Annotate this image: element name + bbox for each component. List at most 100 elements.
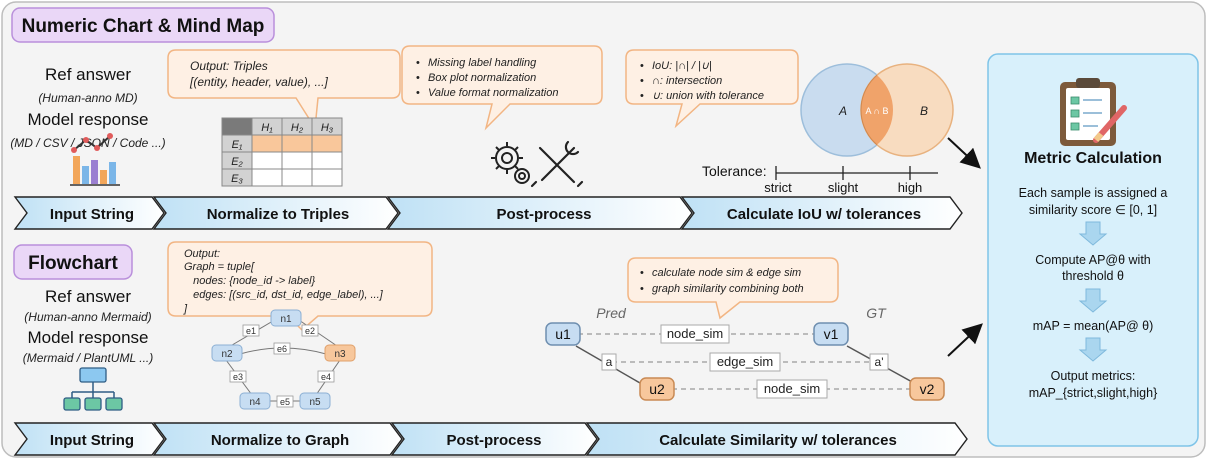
top-to-metric-arrow [947, 137, 981, 169]
node-sim-top: node_sim [667, 326, 723, 341]
gt-label: GT [866, 305, 887, 321]
chart-icon [70, 133, 120, 186]
iou-bullet-3: • [640, 90, 644, 102]
top-step-bar [13, 196, 963, 230]
sim-bullet-2: • [640, 283, 644, 295]
top-model-response: Model response [28, 110, 149, 129]
bottom-step-3-label: Post-process [446, 432, 541, 449]
mini-edge-e4: e4 [321, 372, 331, 382]
table-header-2: H₂ [291, 122, 304, 134]
metric-panel [987, 53, 1199, 447]
triples-table [221, 117, 343, 187]
tools-icon [530, 140, 584, 188]
top-step-1-label: Input String [50, 206, 134, 223]
metric-down-arrow-1 [1078, 221, 1108, 246]
top-title: Numeric Chart & Mind Map [22, 16, 265, 37]
mini-edge-e5: e5 [280, 397, 290, 407]
flowchart-icon [63, 367, 123, 411]
node-u1-label: u1 [555, 326, 571, 342]
metric-down-arrow-2 [1078, 288, 1108, 313]
triples-bubble-line2: [(entity, header, value), ...] [189, 75, 329, 89]
bottom-step-arrow-1 [13, 422, 165, 456]
bottom-step-4-label: Calculate Similarity w/ tolerances [659, 432, 897, 449]
top-step-arrow-1 [13, 196, 165, 230]
node-v2-label: v2 [920, 381, 935, 397]
edge-a-prime-box [869, 353, 889, 371]
mini-node-n5: n5 [309, 397, 321, 408]
graph-bubble-line5: ] [183, 303, 188, 315]
node-u1 [545, 322, 581, 346]
venn-intersection-label: A ∩ B [866, 106, 889, 116]
graph-bubble-line4: edges: [(src_id, dst_id, edge_label), ..… [184, 289, 384, 301]
mini-node-n2: n2 [221, 349, 233, 360]
edge-sim-box [709, 352, 781, 372]
top-step-arrow-3 [386, 196, 693, 230]
node-u2-label: u2 [649, 381, 665, 397]
bottom-step-bar [13, 422, 968, 456]
graph-bubble [167, 241, 433, 332]
metric-step1-line1: Each sample is assigned a [1019, 186, 1168, 200]
node-u2 [639, 377, 675, 401]
bottom-step-1-label: Input String [50, 432, 134, 449]
mini-node-n4: n4 [249, 397, 261, 408]
node-v1-label: v1 [824, 326, 839, 342]
iou-bullet-2: • [640, 75, 644, 87]
top-title-box [11, 7, 275, 43]
bottom-ref-note: (Human-anno Mermaid) [24, 310, 151, 324]
bottom-model-note: (Mermaid / PlantUML ...) [23, 351, 153, 365]
top-ref-note: (Human-anno MD) [38, 91, 137, 105]
node-sim-bottom: node_sim [764, 381, 820, 396]
tolerance-high: high [898, 180, 923, 195]
venn-diagram [800, 63, 954, 157]
node-v2 [909, 377, 945, 401]
edge-a: a [606, 355, 613, 369]
postprocess-bullet-3: • [416, 87, 420, 99]
bottom-to-metric-arrow [947, 323, 983, 357]
mini-edge-label-boxes [229, 324, 335, 408]
postprocess-bullet-1: • [416, 57, 420, 69]
bottom-step-arrow-2 [152, 422, 403, 456]
gears-icon [491, 142, 530, 184]
venn-b-label: B [920, 104, 928, 118]
table-header-3: H₃ [321, 122, 334, 134]
table-row-1: E₁ [232, 139, 243, 151]
bottom-step-2-label: Normalize to Graph [211, 432, 349, 449]
table-header-1: H₁ [261, 122, 273, 134]
metric-step4-line2: mAP_{strict,slight,high} [1029, 386, 1158, 400]
top-step-2-label: Normalize to Triples [207, 206, 350, 223]
tolerance-slight: slight [828, 180, 859, 195]
clipboard-icon [1060, 78, 1127, 146]
bottom-step-arrow-3 [390, 422, 598, 456]
sim-item-1: calculate node sim & edge sim [652, 267, 801, 279]
tolerance-scale [775, 166, 938, 180]
triples-bubble [167, 49, 401, 131]
tolerance-label: Tolerance: [702, 163, 767, 179]
mini-node-n3: n3 [334, 349, 346, 360]
mini-edge-e2: e2 [305, 326, 315, 336]
graph-bubble-line1: Output: [184, 248, 220, 260]
metric-step4-line1: Output metrics: [1051, 369, 1136, 383]
mini-node-n1: n1 [280, 314, 292, 325]
mini-edge-e1: e1 [246, 326, 256, 336]
tolerance-strict: strict [764, 180, 792, 195]
edge-a-prime: a' [875, 355, 884, 369]
metric-step2-line2: threshold θ [1062, 269, 1124, 283]
edge-a-box [601, 353, 617, 371]
bottom-ref-answer: Ref answer [45, 287, 131, 306]
iou-item-3: ∪: union with tolerance [652, 90, 764, 102]
node-sim-box-top [660, 324, 730, 344]
mini-graph-nodes [211, 309, 356, 410]
pred-label: Pred [596, 305, 627, 321]
top-model-note: (MD / CSV / JSON / Code ...) [10, 136, 165, 150]
bottom-title: Flowchart [28, 253, 118, 274]
node-sim-box-bottom [756, 379, 828, 399]
metric-step3: mAP = mean(AP@ θ) [1033, 319, 1154, 333]
graph-bubble-line2: Graph = tuple[ [184, 261, 255, 273]
node-v1 [813, 322, 849, 346]
bottom-step-arrow-4 [585, 422, 968, 456]
postprocess-item-2: Box plot normalization [428, 72, 536, 84]
triples-bubble-line1: Output: Triples [190, 59, 268, 73]
sim-bubble [627, 257, 839, 320]
postprocess-bullet-2: • [416, 72, 420, 84]
